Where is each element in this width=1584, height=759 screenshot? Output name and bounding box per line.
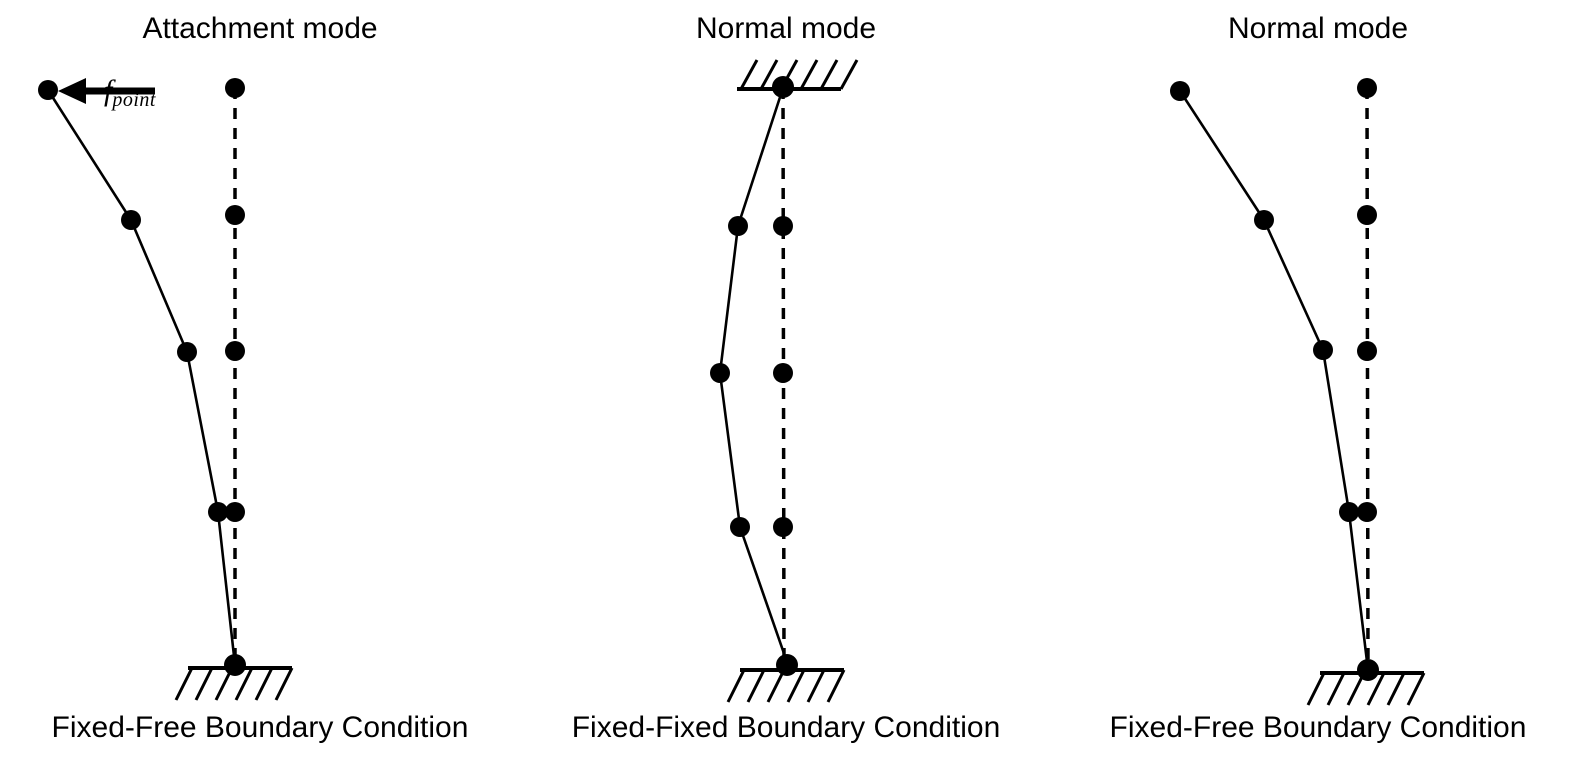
panel-caption: Fixed-Free Boundary Condition xyxy=(1109,711,1527,744)
reference-node xyxy=(773,363,793,383)
normal-mode-fixed-free-drawing xyxy=(1170,78,1426,706)
panel-normal-mode-fixed-fixed: Normal mode xyxy=(520,0,1052,759)
force-arrow-icon xyxy=(58,78,155,104)
panel-attachment-mode: Attachment mode xyxy=(0,0,520,759)
undeformed-reference-line xyxy=(1365,87,1370,671)
reference-node xyxy=(1357,205,1377,225)
deformed-node xyxy=(38,80,58,100)
deformed-node xyxy=(1339,502,1359,522)
reference-node xyxy=(225,341,245,361)
fixed-support-bottom xyxy=(174,666,294,701)
base-node xyxy=(224,654,246,676)
reference-node xyxy=(225,502,245,522)
deformed-node xyxy=(208,502,228,522)
panel-caption: Fixed-Free Boundary Condition xyxy=(51,711,469,744)
panel-normal-mode-fixed-free: Normal mode xyxy=(1052,0,1584,759)
deformed-node xyxy=(730,517,750,537)
force-symbol: f xyxy=(104,74,113,107)
reference-node xyxy=(225,78,245,98)
panel-title: Normal mode xyxy=(1227,12,1409,45)
deformed-node xyxy=(1170,81,1190,101)
reference-node xyxy=(1357,502,1377,522)
panel-title: Normal mode xyxy=(695,12,877,45)
deformed-shape-line xyxy=(1178,90,1370,671)
reference-node xyxy=(773,517,793,537)
deformed-node xyxy=(121,210,141,230)
force-point-label: fpoint xyxy=(104,74,156,111)
deformed-node xyxy=(177,342,197,362)
force-subscript: point xyxy=(112,89,156,111)
panel-caption: Fixed-Fixed Boundary Condition xyxy=(571,711,1001,744)
base-node xyxy=(776,654,798,676)
reference-node xyxy=(1357,341,1377,361)
reference-node xyxy=(1357,78,1377,98)
reference-node xyxy=(225,205,245,225)
normal-mode-fixed-fixed-drawing xyxy=(710,59,859,703)
reference-node xyxy=(773,216,793,236)
deformed-node xyxy=(728,216,748,236)
fixed-support-bottom xyxy=(726,668,846,703)
fixed-support-top xyxy=(737,59,859,91)
deformed-node xyxy=(1313,340,1333,360)
attachment-mode-drawing xyxy=(38,78,294,701)
deformed-node xyxy=(710,363,730,383)
deformed-node xyxy=(1254,210,1274,230)
panel-title: Attachment mode xyxy=(142,12,378,45)
fixed-support-bottom xyxy=(1306,671,1426,706)
deformed-shape-line xyxy=(46,89,237,666)
